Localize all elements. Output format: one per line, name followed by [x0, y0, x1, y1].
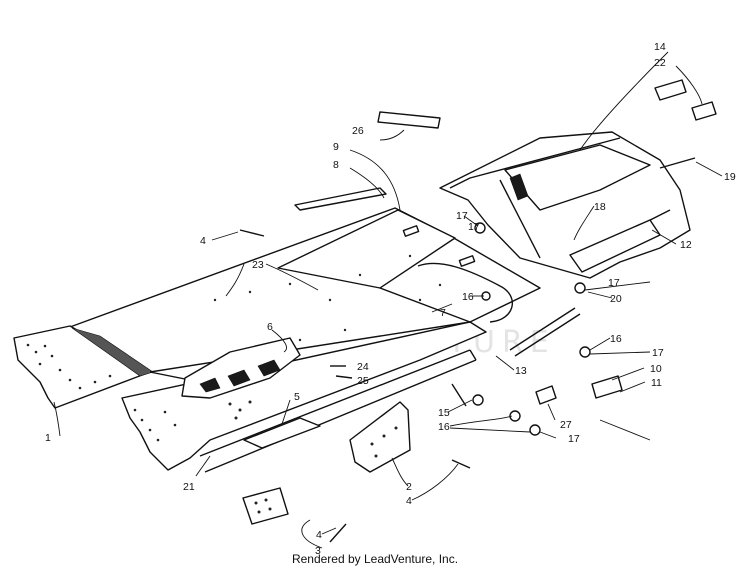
- callout-24: 24: [357, 361, 369, 373]
- callout-17e: 17: [468, 221, 480, 233]
- callout-21: 21: [183, 481, 195, 493]
- callout-4a: 4: [200, 235, 206, 247]
- reflector-14: [654, 79, 687, 101]
- callout-15: 15: [438, 407, 450, 419]
- pad-5: [243, 417, 321, 449]
- strip-26: [377, 111, 441, 129]
- callout-16c: 16: [438, 421, 450, 433]
- callout-13: 13: [515, 365, 527, 377]
- callout-16b: 16: [610, 333, 622, 345]
- callout-17a: 17: [456, 210, 468, 222]
- bolt-19: [659, 157, 696, 169]
- callout-7: 7: [440, 307, 446, 319]
- callout-23: 23: [252, 259, 264, 271]
- callout-5: 5: [294, 391, 300, 403]
- brace-2: [349, 401, 411, 473]
- callout-4b: 4: [316, 529, 322, 541]
- callout-1: 1: [45, 432, 51, 444]
- callout-18: 18: [594, 201, 606, 213]
- cable-23: [417, 262, 513, 323]
- callout-11: 11: [651, 377, 662, 389]
- callout-10: 10: [650, 363, 662, 375]
- reflector-22: [691, 101, 717, 121]
- plate-3: [242, 487, 289, 525]
- callout-6: 6: [267, 321, 273, 333]
- callout-8: 8: [333, 159, 339, 171]
- tunnel-assembly: [13, 207, 541, 473]
- callout-19: 19: [724, 171, 736, 183]
- callout-9: 9: [333, 141, 339, 153]
- callout-27: 27: [560, 419, 572, 431]
- callout-4c: 4: [406, 495, 412, 507]
- callout-2: 2: [406, 481, 412, 493]
- callout-22: 22: [654, 57, 666, 69]
- callout-17c: 17: [652, 347, 664, 359]
- callout-17d: 17: [568, 433, 580, 445]
- callout-12: 12: [680, 239, 692, 251]
- callout-20: 20: [610, 293, 622, 305]
- bar-13: [509, 307, 576, 351]
- callout-3: 3: [315, 545, 321, 557]
- bracket-27: [535, 385, 557, 405]
- callout-26: 26: [352, 125, 364, 137]
- callout-25: 25: [357, 375, 369, 387]
- rivet-holes: [26, 254, 442, 442]
- callout-labels: 1 2 3 4 4 4 5 6 7 8 9 10 11 12 13 14 15 …: [45, 41, 736, 557]
- callout-16a: 16: [462, 291, 474, 303]
- bar-13b: [514, 313, 581, 357]
- decal-6: [181, 337, 301, 399]
- tail-light-10: [591, 375, 623, 399]
- rear-bumper-assembly: [439, 131, 691, 279]
- callout-17b: 17: [608, 277, 620, 289]
- callout-14: 14: [654, 41, 666, 53]
- strip-8: [294, 187, 387, 211]
- credit-line: Rendered by LeadVenture, Inc.: [291, 552, 459, 566]
- leader-lines: [53, 51, 723, 549]
